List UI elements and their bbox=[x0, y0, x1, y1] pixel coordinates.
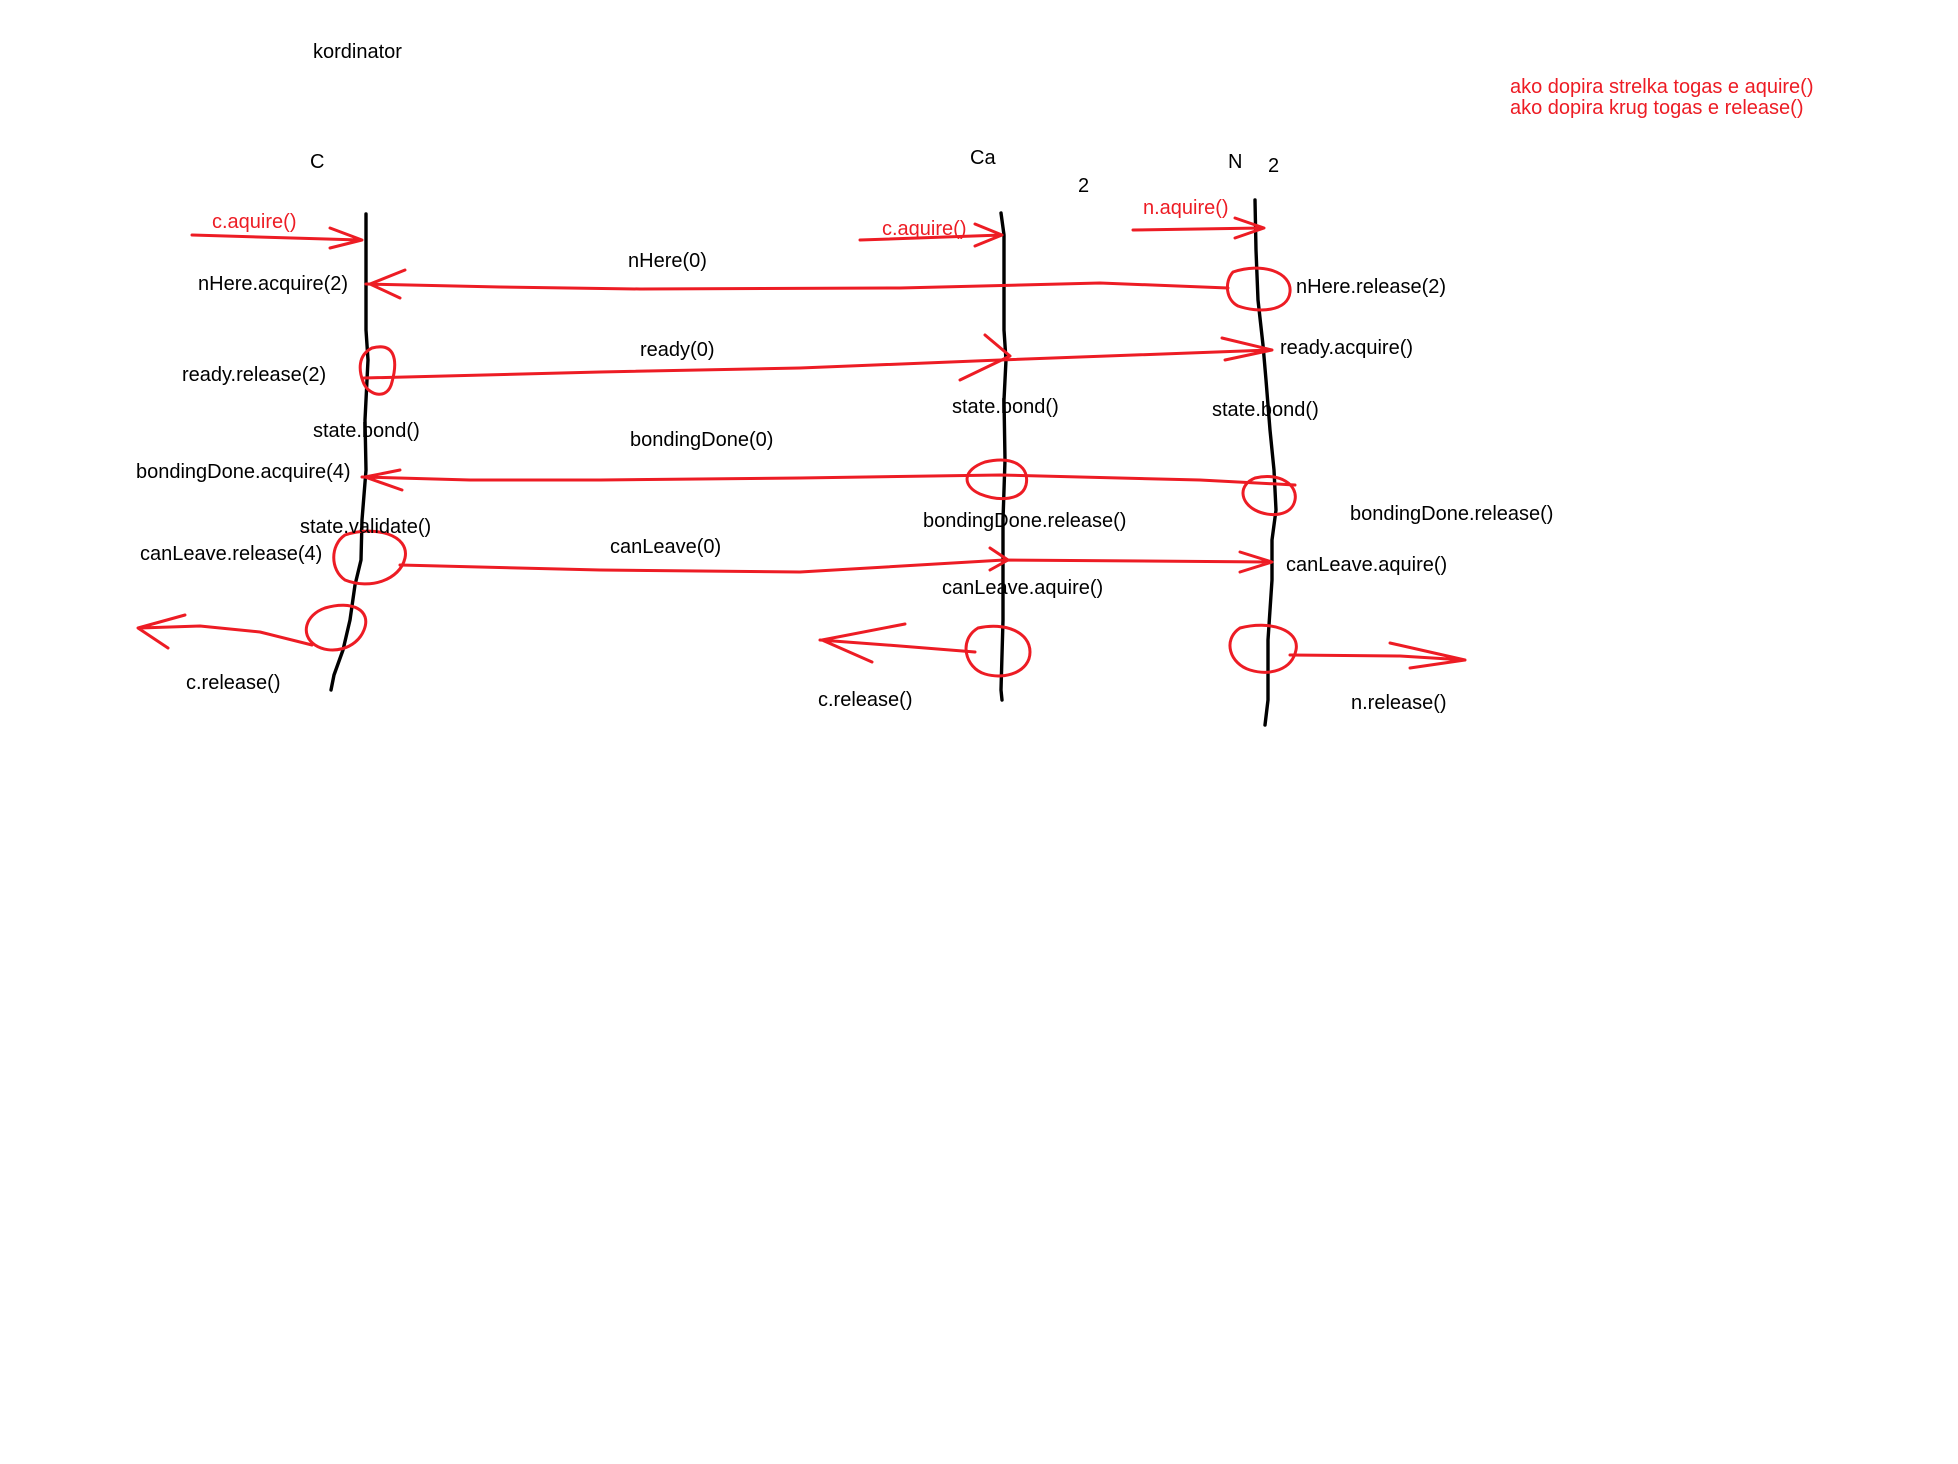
message-canleave-label: canLeave(0) bbox=[610, 536, 721, 558]
lifeline-c bbox=[329, 212, 370, 692]
message-ready-arrow bbox=[362, 336, 1274, 380]
exit-n2-arrow bbox=[1288, 641, 1467, 670]
op-ca2-state-bond: state.bond() bbox=[952, 396, 1059, 418]
legend-line-circle: ako dopira krug togas e release() bbox=[1510, 97, 1804, 119]
message-ready-ca2-arrowhead bbox=[958, 333, 1012, 382]
op-state-validate: state.validate() bbox=[300, 516, 431, 538]
message-bonding-n2-circle bbox=[1241, 475, 1297, 517]
actor-c-glyph: C bbox=[310, 151, 324, 173]
op-bonding-acquire: bondingDone.acquire(4) bbox=[136, 461, 351, 483]
message-bonding-label: bondingDone(0) bbox=[630, 429, 773, 451]
op-n2-nhere-release: nHere.release(2) bbox=[1296, 276, 1446, 298]
actor-c-heading: C bbox=[310, 151, 324, 173]
message-ready-label: ready(0) bbox=[640, 339, 714, 361]
exit-c-arrow bbox=[136, 613, 314, 650]
message-nhere-label: nHere(0) bbox=[628, 250, 707, 272]
entry-c-label: c.aquire() bbox=[212, 211, 296, 233]
message-canleave: canLeave(0) bbox=[332, 529, 1274, 586]
exit-n2 bbox=[1228, 623, 1467, 674]
op-ready-release: ready.release(2) bbox=[182, 364, 326, 386]
message-bonding: bondingDone(0) bbox=[360, 429, 1297, 517]
message-canleave-arrow bbox=[398, 550, 1274, 574]
ca2-ops: state.bond() bondingDone.release() canLe… bbox=[818, 396, 1126, 711]
message-canleave-ca2-arrowhead bbox=[988, 546, 1010, 572]
exit-ca2 bbox=[818, 622, 1032, 678]
op-n2-bonding-release: bondingDone.release() bbox=[1350, 503, 1553, 525]
actor-ca2-glyph: Ca bbox=[970, 147, 996, 169]
message-nhere-release-circle bbox=[1225, 266, 1292, 312]
message-ready-release-circle bbox=[358, 345, 397, 396]
message-ready: ready(0) bbox=[358, 333, 1274, 396]
op-canleave-release: canLeave.release(4) bbox=[140, 543, 322, 565]
op-c-state-bond: state.bond() bbox=[313, 420, 420, 442]
op-c-exit-release: c.release() bbox=[186, 672, 280, 694]
lifeline-n2 bbox=[1253, 198, 1278, 727]
exit-n2-release-circle bbox=[1228, 623, 1298, 674]
coordinator-caption: kordinator bbox=[313, 41, 402, 63]
actor-n2-glyph: N bbox=[1228, 151, 1242, 173]
actor-n2-heading: N 2 bbox=[1228, 151, 1279, 177]
actor-ca2-subscript: 2 bbox=[1078, 175, 1089, 197]
actor-ca2-heading: Ca 2 bbox=[970, 147, 1089, 197]
entry-ca2-arrow bbox=[858, 222, 1004, 248]
legend: ako dopira strelka togas e aquire() ako … bbox=[1510, 76, 1814, 119]
op-n2-canleave-aquire: canLeave.aquire() bbox=[1286, 554, 1447, 576]
op-n2-state-bond: state.bond() bbox=[1212, 399, 1319, 421]
message-bonding-arrow bbox=[360, 468, 1297, 492]
message-bonding-ca2-circle bbox=[965, 458, 1029, 501]
legend-line-arrow: ako dopira strelka togas e aquire() bbox=[1510, 76, 1814, 98]
entry-n2: n.aquire() bbox=[1131, 197, 1266, 240]
exit-c bbox=[136, 603, 368, 652]
entry-n2-label: n.aquire() bbox=[1143, 197, 1229, 219]
message-canleave-release-circle bbox=[332, 529, 407, 586]
op-nhere-acquire: nHere.acquire(2) bbox=[198, 273, 348, 295]
op-ca2-exit-release: c.release() bbox=[818, 689, 912, 711]
actor-n2-subscript: 2 bbox=[1268, 155, 1279, 177]
coordinator-ops: nHere.acquire(2) ready.release(2) state.… bbox=[136, 273, 431, 694]
entry-c: c.aquire() bbox=[190, 211, 364, 250]
exit-c-release-circle bbox=[304, 603, 368, 652]
message-nhere: nHere(0) bbox=[364, 250, 1292, 312]
entry-ca2: c.aquire() bbox=[858, 218, 1004, 248]
n2-ops: nHere.release(2) ready.acquire() state.b… bbox=[1212, 276, 1553, 714]
entry-n2-arrow bbox=[1131, 216, 1266, 240]
op-n2-exit-release: n.release() bbox=[1351, 692, 1447, 714]
message-nhere-arrow bbox=[364, 268, 1230, 300]
entry-ca2-label: c.aquire() bbox=[882, 218, 966, 240]
entry-c-arrow bbox=[190, 226, 364, 250]
exit-ca2-arrow bbox=[818, 622, 977, 664]
op-ca2-canleave-aquire: canLeave.aquire() bbox=[942, 577, 1103, 599]
exit-ca2-release-circle bbox=[964, 624, 1032, 678]
op-ca2-bonding-release: bondingDone.release() bbox=[923, 510, 1126, 532]
op-n2-ready-acquire: ready.acquire() bbox=[1280, 337, 1413, 359]
